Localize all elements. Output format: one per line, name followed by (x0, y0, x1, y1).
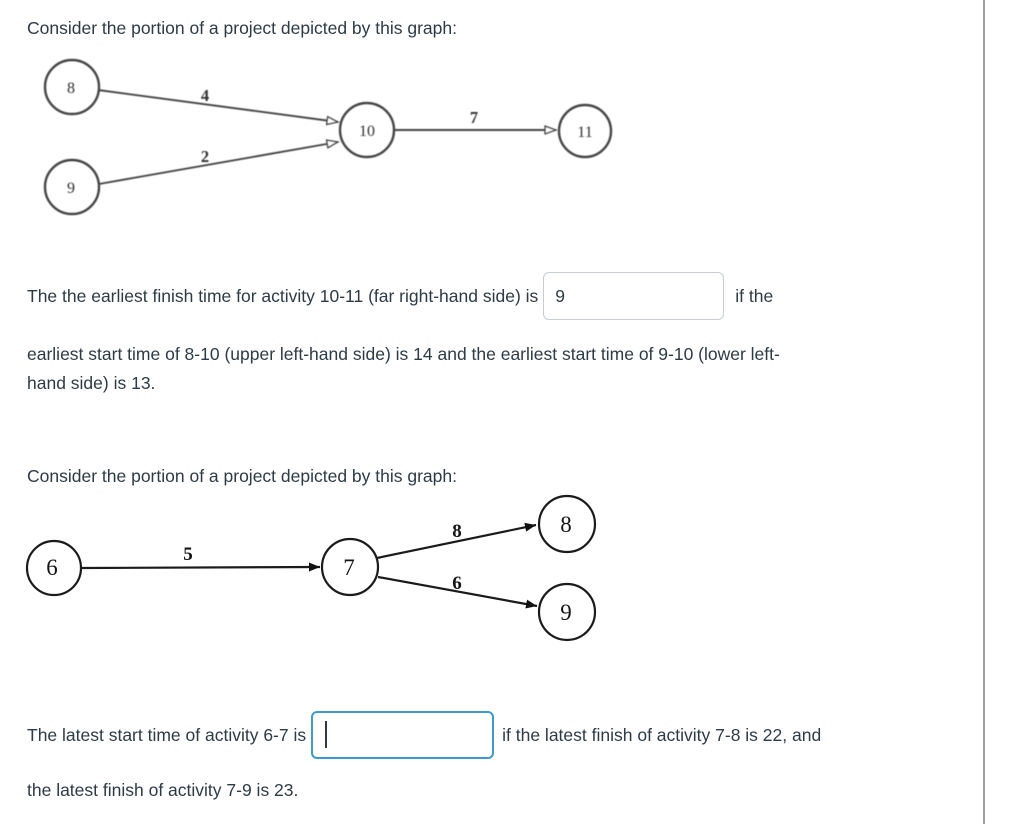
question1-continuation-line1: earliest start time of 8-10 (upper left-… (27, 344, 780, 364)
edge-7-9-arrow (377, 575, 538, 609)
question1-prompt: Consider the portion of a project depict… (27, 18, 457, 38)
edge-9-10-arrow (98, 139, 340, 185)
question1-text-after: if the (735, 285, 774, 306)
node-9-circle (43, 158, 101, 216)
node-10-label: 10 (359, 123, 375, 140)
project-graph-2: 6 7 8 9 5 8 6 (25, 494, 597, 642)
question1-continuation-line2: hand side) is 13. (27, 373, 156, 393)
project-graph-1: 8 9 10 11 4 2 7 (43, 58, 613, 216)
edge-6-7-label: 5 (183, 544, 193, 565)
edge-9-10-label: 2 (201, 147, 209, 166)
node-8-circle (43, 58, 101, 116)
node-6-label: 6 (46, 555, 58, 580)
node-11-circle (557, 103, 613, 159)
edge-6-7-arrow (81, 562, 321, 572)
node-8-label: 8 (67, 80, 75, 97)
question2-continuation-line1: the latest finish of activity 7-9 is 23. (27, 780, 299, 800)
edge-7-8-arrow (376, 522, 537, 560)
question2-text-before: The latest start time of activity 6-7 is (27, 724, 307, 745)
question1-text-before: The the earliest finish time for activit… (27, 285, 539, 306)
node-9-label: 9 (67, 180, 75, 197)
node-8b-label: 8 (560, 512, 572, 537)
node-7-label: 7 (343, 555, 355, 580)
node-8b-circle (537, 494, 597, 554)
node-9b-circle (537, 582, 597, 642)
question2-answer-row: The latest start time of activity 6-7 is… (27, 711, 821, 759)
node-6-circle (25, 539, 83, 597)
node-9b-label: 9 (560, 600, 572, 625)
question2-answer-input[interactable] (311, 711, 495, 759)
edge-7-8-label: 8 (452, 521, 462, 542)
question2-prompt: Consider the portion of a project depict… (27, 466, 457, 486)
edge-7-9-label: 6 (452, 573, 462, 594)
question2-input-wrap (311, 711, 495, 759)
edge-8-10-arrow (97, 89, 340, 126)
node-11-label: 11 (577, 124, 592, 141)
edge-10-11-label: 7 (470, 108, 478, 127)
node-10-circle (338, 101, 396, 159)
question1-answer-row: The the earliest finish time for activit… (27, 272, 773, 320)
edge-8-10-label: 4 (201, 86, 209, 105)
question1-answer-input[interactable] (543, 272, 725, 320)
question2-text-after: if the latest finish of activity 7-8 is … (502, 724, 822, 745)
node-7-circle (320, 537, 380, 597)
content-right-divider (983, 0, 985, 824)
